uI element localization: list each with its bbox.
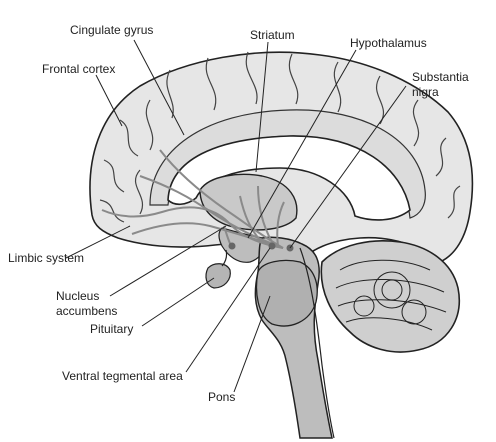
nuclei-dots <box>228 242 294 252</box>
label-striatum: Striatum <box>250 28 295 42</box>
label-pons: Pons <box>208 390 235 404</box>
label-substantia-nigra-line2: nigra <box>412 85 439 99</box>
label-frontal-cortex: Frontal cortex <box>42 62 115 76</box>
cerebellum <box>320 240 460 353</box>
label-substantia-nigra-line1: Substantia <box>412 70 469 84</box>
label-cingulate-gyrus: Cingulate gyrus <box>70 23 153 37</box>
gyri-folds <box>99 51 461 223</box>
pituitary-stalk <box>221 249 228 267</box>
label-nucleus-accumbens-line1: Nucleus <box>56 289 99 303</box>
label-pituitary: Pituitary <box>90 322 133 336</box>
diagram-labels: Cingulate gyrus Frontal cortex Striatum … <box>8 23 469 404</box>
leader-lines <box>65 39 407 393</box>
cerebellum-folia <box>335 259 447 331</box>
label-ventral-tegmental-area: Ventral tegmental area <box>62 369 183 383</box>
pituitary <box>205 263 231 289</box>
pons <box>255 259 318 327</box>
label-nucleus-accumbens-line2: accumbens <box>56 304 117 318</box>
fourth-ventricle-line <box>299 247 335 439</box>
striatum <box>199 173 298 231</box>
label-hypothalamus: Hypothalamus <box>350 36 427 50</box>
label-limbic-system: Limbic system <box>8 251 84 265</box>
